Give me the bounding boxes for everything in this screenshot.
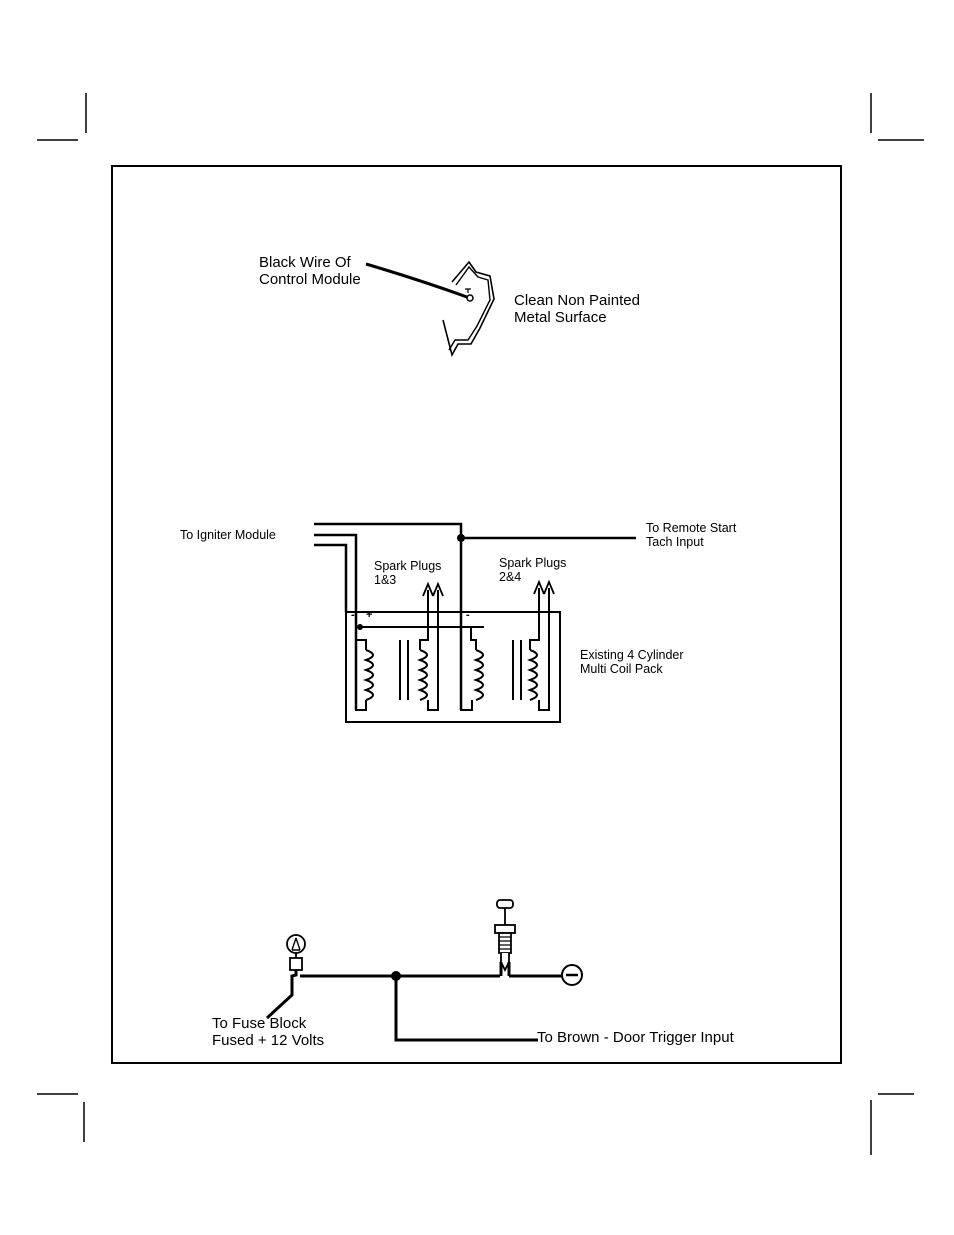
igniter-wire-mid bbox=[314, 535, 356, 710]
black-wire-label: Black Wire Of Control Module bbox=[259, 255, 361, 289]
spark-plugs-13-line2: 1&3 bbox=[374, 573, 441, 587]
fuse-holder bbox=[290, 958, 302, 970]
black-wire-label-line2: Control Module bbox=[259, 272, 361, 289]
tach-input-label-line1: To Remote Start bbox=[646, 521, 736, 535]
spark-plugs-13-label: Spark Plugs 1&3 bbox=[374, 559, 441, 587]
metal-surface-label: Clean Non Painted Metal Surface bbox=[514, 293, 640, 327]
ground-screw bbox=[467, 295, 473, 301]
polarity-minus-label: - bbox=[351, 609, 355, 621]
coil-pack-label: Existing 4 Cylinder Multi Coil Pack bbox=[580, 648, 684, 676]
door-pin-switch-icon bbox=[495, 900, 515, 976]
black-wire-label-line1: Black Wire Of bbox=[259, 255, 361, 272]
metal-surface-label-line1: Clean Non Painted bbox=[514, 293, 640, 310]
figure-frame bbox=[112, 166, 841, 1063]
ground-diagram bbox=[366, 262, 494, 355]
tach-input-label-line2: Tach Input bbox=[646, 535, 736, 549]
primary-coil-2 bbox=[461, 627, 476, 710]
igniter-module-label: To Igniter Module bbox=[180, 528, 276, 542]
fuse-block-label: To Fuse Block Fused + 12 Volts bbox=[212, 1016, 324, 1050]
igniter-wire-low bbox=[314, 545, 346, 612]
spark-plugs-13-line1: Spark Plugs bbox=[374, 559, 441, 573]
polarity-plus-label: + bbox=[366, 609, 372, 621]
screw-symbol bbox=[465, 289, 471, 293]
coil-pack-box bbox=[346, 612, 560, 722]
tach-junction bbox=[457, 534, 465, 542]
tach-input-label: To Remote Start Tach Input bbox=[646, 521, 736, 549]
crop-marks bbox=[37, 93, 924, 1155]
trigger-wire bbox=[396, 976, 538, 1040]
coil-pack-label-line2: Multi Coil Pack bbox=[580, 662, 684, 676]
coil-winding-4 bbox=[530, 650, 537, 700]
fuse-block-label-line2: Fused + 12 Volts bbox=[212, 1033, 324, 1050]
spark-plugs-24-line2: 2&4 bbox=[499, 570, 566, 584]
fuse-wire bbox=[267, 970, 296, 1018]
metal-surface-label-line2: Metal Surface bbox=[514, 310, 640, 327]
coil-pack-label-line1: Existing 4 Cylinder bbox=[580, 648, 684, 662]
polarity-minus-2-label: - bbox=[466, 609, 470, 621]
plus-junction bbox=[357, 624, 363, 630]
fuse-block-label-line1: To Fuse Block bbox=[212, 1016, 324, 1033]
coil-diagram bbox=[314, 524, 636, 722]
coil-winding-2 bbox=[420, 650, 427, 700]
black-wire bbox=[366, 264, 467, 297]
door-trigger-label: To Brown - Door Trigger Input bbox=[537, 1030, 734, 1047]
coil-winding-3 bbox=[476, 650, 483, 700]
primary-coil-1 bbox=[356, 627, 366, 710]
coil-winding-1 bbox=[366, 650, 373, 700]
spark-plugs-24-line1: Spark Plugs bbox=[499, 556, 566, 570]
spark-plugs-24-label: Spark Plugs 2&4 bbox=[499, 556, 566, 584]
